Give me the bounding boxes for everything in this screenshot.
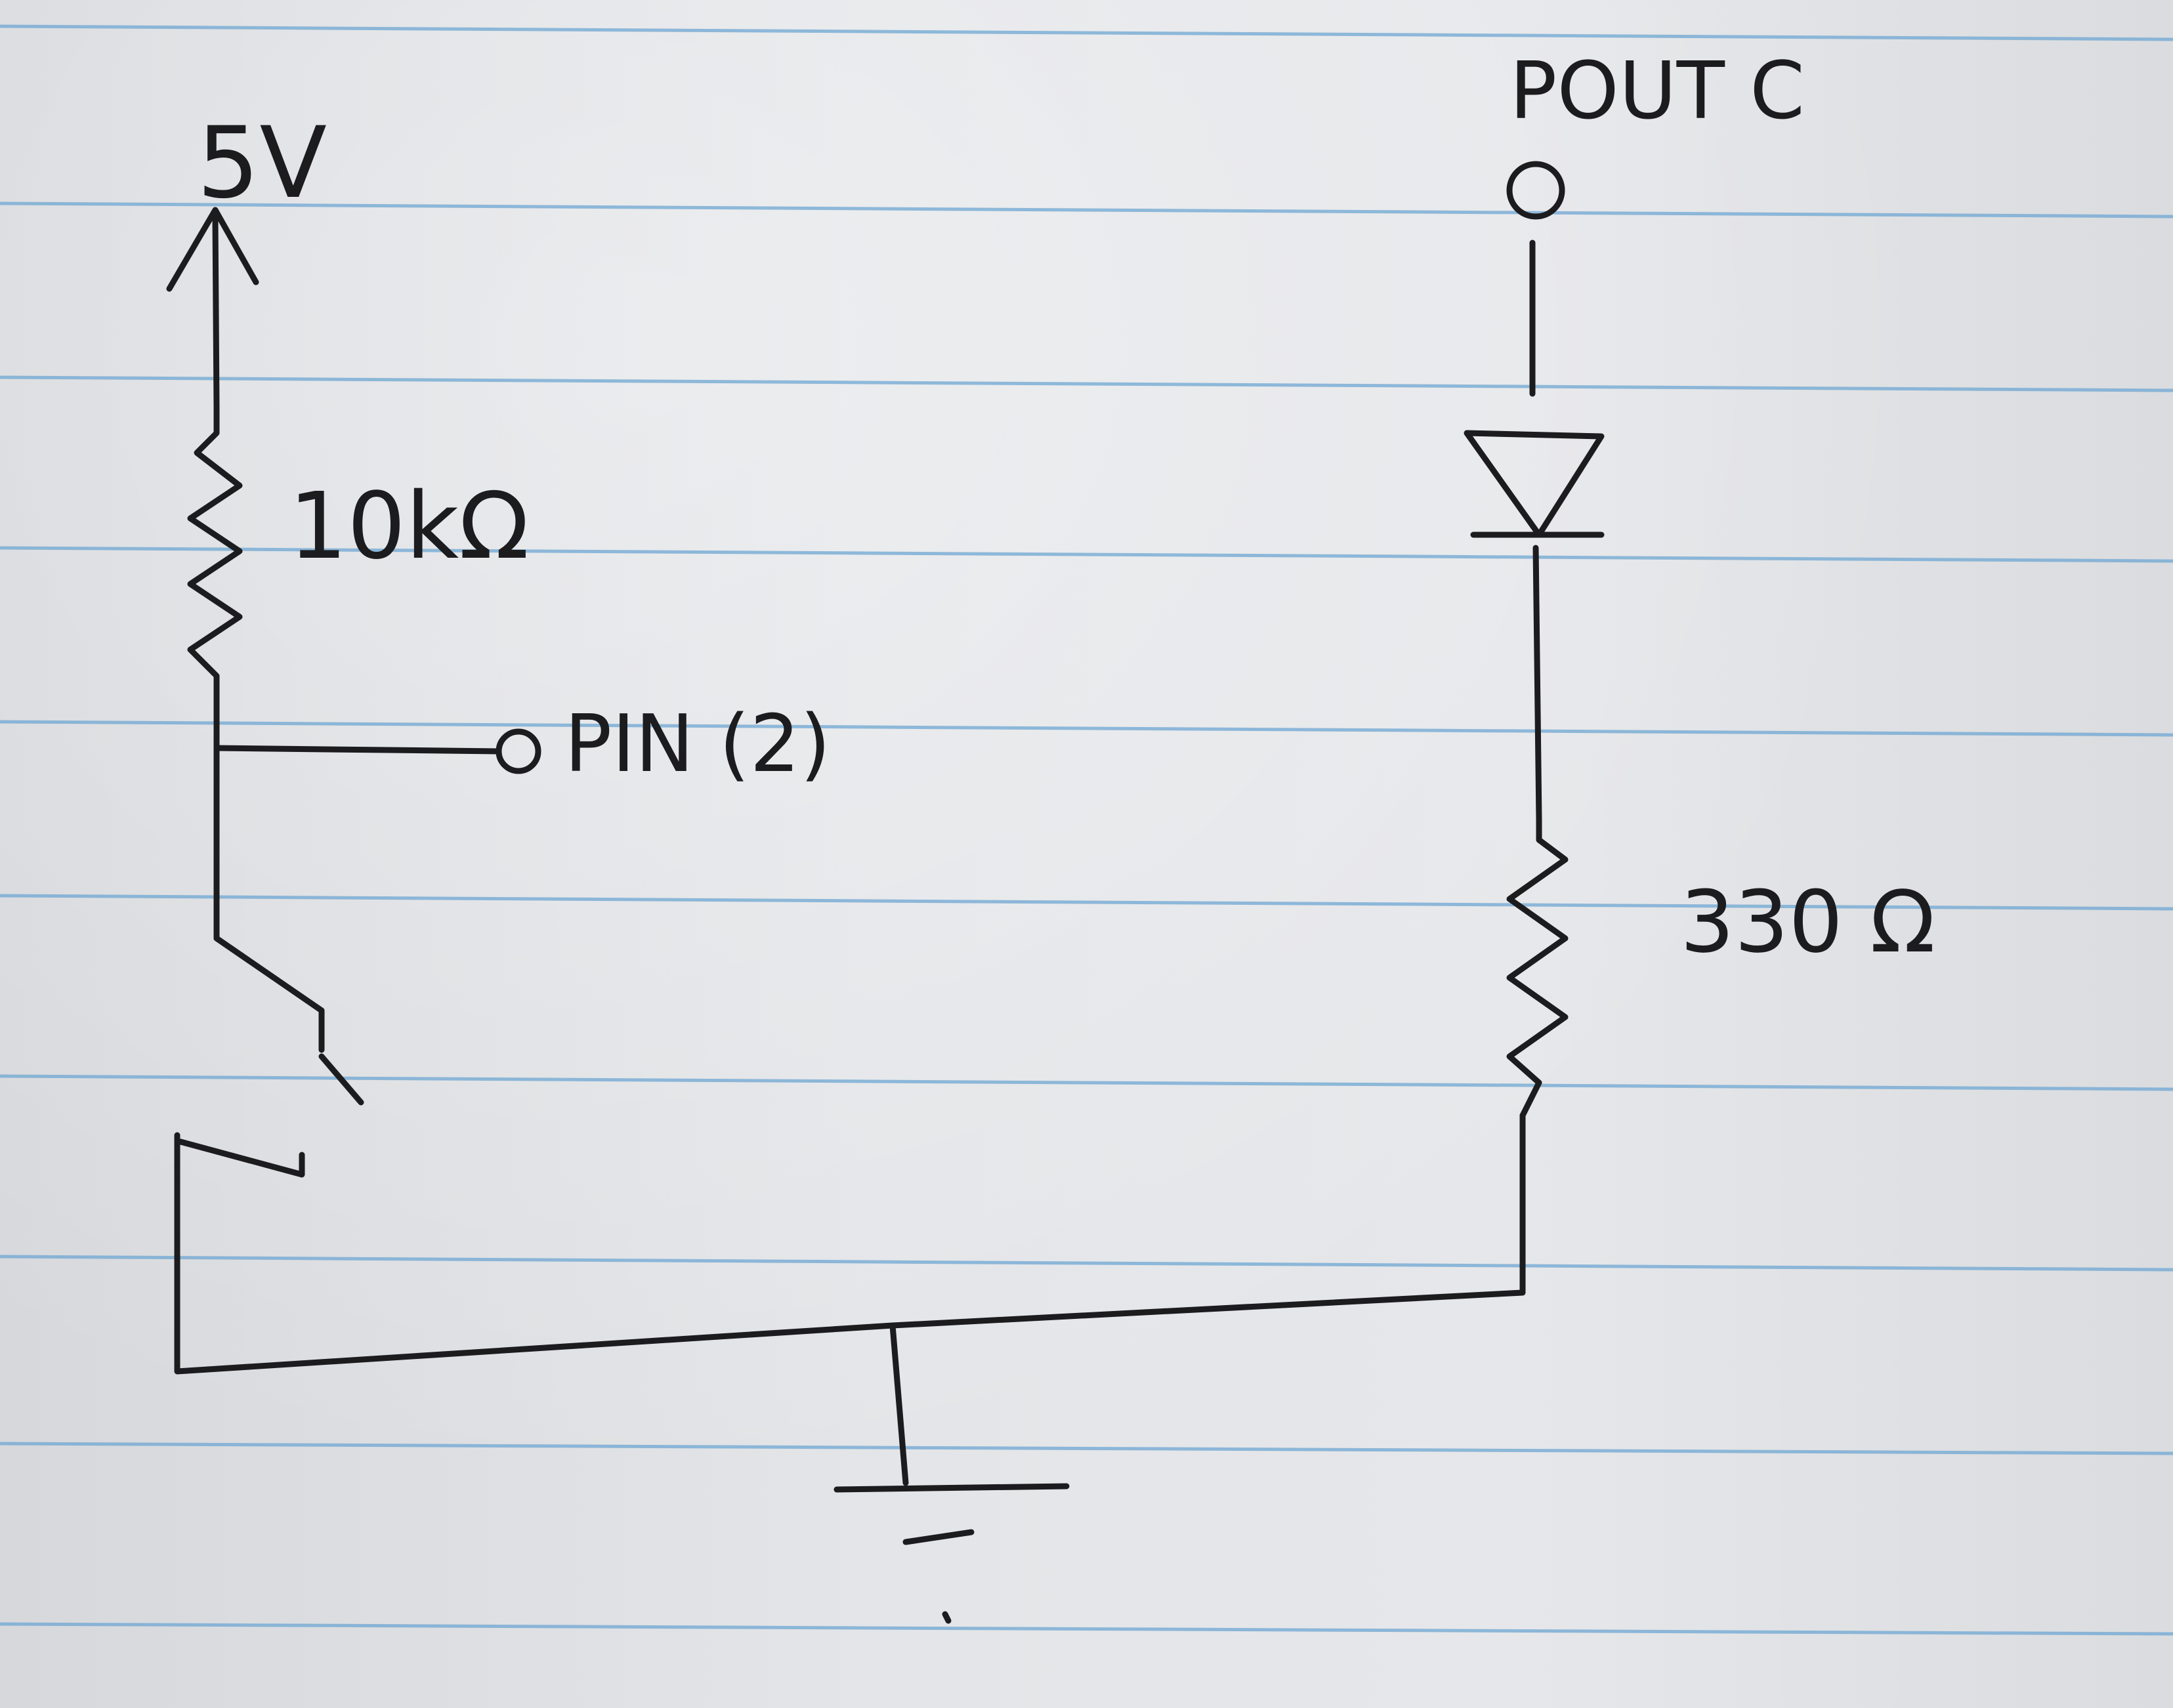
bottom-rail bbox=[174, 1112, 1526, 1375]
input-pin-label: PIN (2) bbox=[564, 699, 831, 790]
output-pin-node bbox=[1506, 161, 1565, 397]
output-pin-label: POUT C bbox=[1509, 46, 1805, 137]
resistor-330 bbox=[1506, 817, 1569, 1119]
supply-arrow bbox=[166, 207, 259, 410]
supply-label: 5V bbox=[197, 106, 327, 220]
led-diode bbox=[1464, 430, 1605, 823]
resistor-330-label: 330 Ω bbox=[1680, 872, 1935, 972]
switch bbox=[174, 935, 364, 1198]
ground-symbol bbox=[833, 1322, 1070, 1624]
resistor-10k-label: 10kΩ bbox=[289, 473, 529, 580]
input-pin-node bbox=[213, 728, 541, 774]
ruled-lines bbox=[0, 24, 2173, 1636]
resistor-10k bbox=[187, 404, 243, 712]
